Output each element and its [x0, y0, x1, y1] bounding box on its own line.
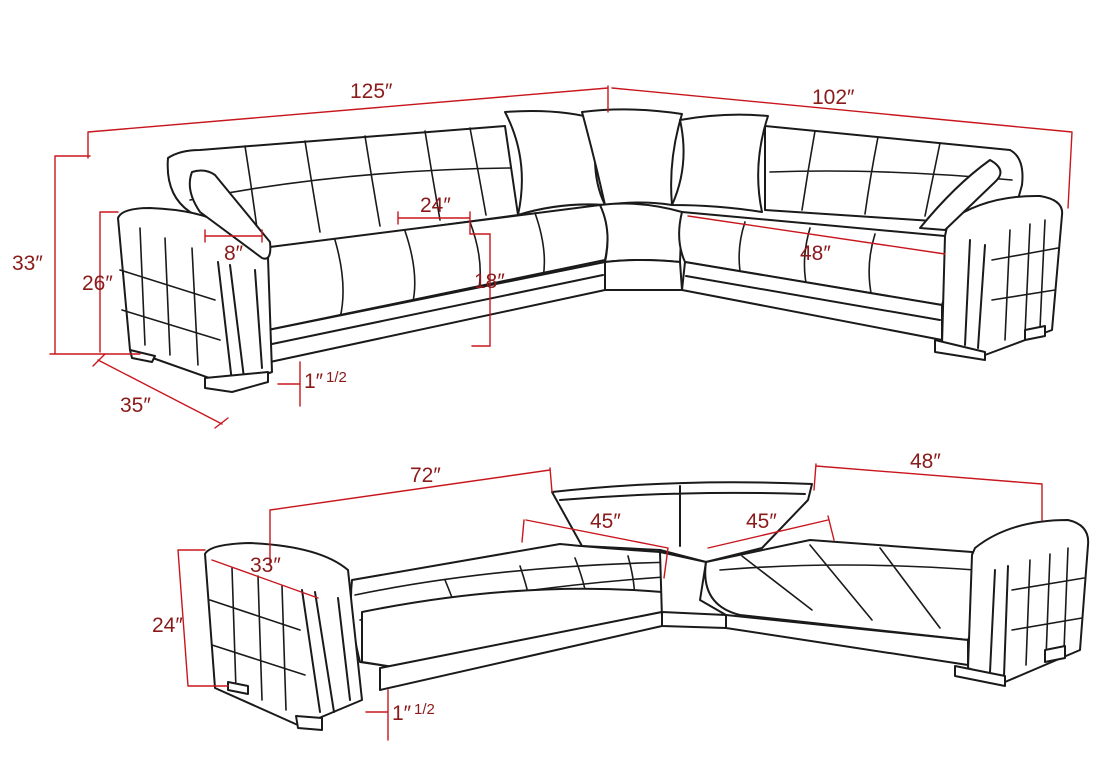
label-bed-leg-height-fraction: 1/2 [414, 701, 435, 718]
right-arm-leg [934, 339, 986, 361]
corner-base [604, 259, 683, 291]
bed-corner-back [551, 481, 813, 563]
bed-corner-base [661, 611, 727, 629]
label-total-left: 125″ [350, 80, 393, 103]
left-arm-grid [119, 227, 221, 366]
bed-right-tufting [719, 544, 976, 629]
label-arm-width: 8″ [224, 242, 244, 265]
left-back-tufting [189, 127, 511, 237]
label-right-section: 48″ [910, 450, 941, 473]
label-bed-leg-height: 1″ [392, 702, 412, 725]
right-arm-leg-back [1024, 325, 1046, 341]
bed-leg-height-line [365, 689, 389, 741]
right-arm-grid [991, 219, 1059, 341]
arm-height-line [99, 211, 119, 353]
label-corner-seat: 48″ [800, 242, 831, 265]
bed-height-line [177, 549, 229, 687]
total-left-line [87, 85, 609, 159]
arm-width-line [204, 229, 263, 243]
top-dimension-labels: 125″ 102″ 33″ 26″ 35″ 8″ 24″ 18″ 48″ 1″ … [12, 80, 855, 417]
seat-height-line [469, 233, 491, 347]
label-leg-height: 1″ [304, 370, 324, 393]
corner-seat [599, 202, 683, 263]
top-dimension-lines [49, 85, 1073, 429]
left-arm-panel [217, 261, 263, 383]
label-bed-height: 24″ [152, 614, 183, 637]
bed-left-leg [295, 715, 323, 731]
total-right-line [611, 87, 1073, 209]
bed-length-line [269, 467, 553, 566]
left-arm-leg-front [204, 371, 269, 393]
corner-right-line [707, 515, 835, 549]
right-base-trim [685, 275, 941, 321]
label-bed-width: 33″ [250, 554, 281, 577]
left-arm-leg-back [129, 349, 156, 363]
left-seat-tufting [334, 212, 546, 319]
bed-left-arm-grid [209, 567, 306, 711]
right-arm [941, 194, 1064, 356]
label-overall-height: 33″ [12, 252, 43, 275]
label-seat-height: 18″ [474, 270, 505, 293]
bed-corner-seat [659, 551, 727, 619]
sofa-bed-drawing [204, 481, 1090, 731]
right-arm-pillow [919, 159, 1002, 231]
bed-right-leg-back [1044, 645, 1066, 663]
label-depth: 35″ [120, 394, 151, 417]
depth-line [92, 353, 229, 429]
bed-right-leg [954, 665, 1006, 687]
label-total-right: 102″ [812, 86, 855, 109]
right-section-line [813, 463, 1043, 521]
bed-left-arm-panel [301, 589, 351, 713]
corner-seat-line [687, 215, 946, 255]
seat-depth-line [397, 211, 471, 235]
pillow-right [671, 113, 769, 213]
label-corner-right: 45″ [746, 510, 777, 533]
sectional-sofa-drawing [117, 108, 1064, 393]
label-corner-left: 45″ [590, 510, 621, 533]
bed-corner-back-seam [559, 485, 806, 547]
label-seat-depth: 24″ [420, 194, 451, 217]
label-leg-height-fraction: 1/2 [326, 369, 347, 386]
right-arm-panel [964, 239, 986, 349]
label-arm-height: 26″ [82, 272, 113, 295]
right-back-tufting [769, 130, 1013, 217]
left-base-trim [271, 274, 604, 345]
bottom-dimension-labels: 72″ 45″ 45″ 48″ 33″ 24″ 1″ 1/2 [152, 450, 941, 725]
label-bed-length: 72″ [410, 464, 441, 487]
bed-width-line [211, 559, 319, 599]
bed-right-arm-panel [989, 565, 1009, 677]
bottom-dimension-lines [177, 463, 1043, 741]
bed-left-leg-back [227, 681, 249, 695]
overall-height-line [49, 155, 141, 355]
leg-height-line [277, 361, 301, 407]
bed-right-arm-grid [1011, 547, 1085, 666]
corner-left-line [521, 519, 669, 579]
